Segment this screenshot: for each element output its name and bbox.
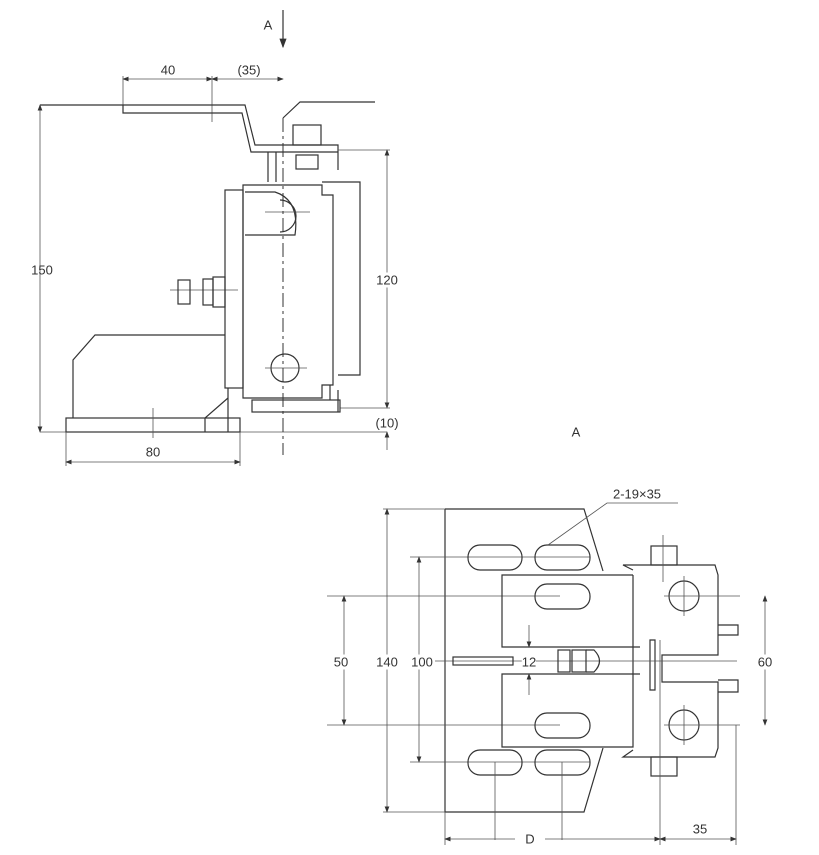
dim-10-ref-label: (10) xyxy=(375,415,399,431)
view-a xyxy=(327,502,768,845)
dim-35-ref-label: (35) xyxy=(237,62,261,78)
slot-note-label: 2-19×35 xyxy=(612,486,662,502)
side-view xyxy=(37,10,390,466)
dim-100-label: 100 xyxy=(411,654,433,670)
dim-150-label: 150 xyxy=(31,262,53,278)
dim-40-label: 40 xyxy=(160,62,176,78)
view-marker-label: A xyxy=(263,17,273,33)
dim-80-label: 80 xyxy=(145,444,161,460)
dim-d-label: D xyxy=(525,831,535,847)
view-a-title: A xyxy=(571,424,581,440)
dim-120-label: 120 xyxy=(376,272,398,288)
dim-60-label: 60 xyxy=(757,654,773,670)
dim-50-label: 50 xyxy=(333,654,349,670)
dim-140-label: 140 xyxy=(376,654,398,670)
dim-12-label: 12 xyxy=(521,654,537,670)
dim-35-label: 35 xyxy=(692,821,708,837)
